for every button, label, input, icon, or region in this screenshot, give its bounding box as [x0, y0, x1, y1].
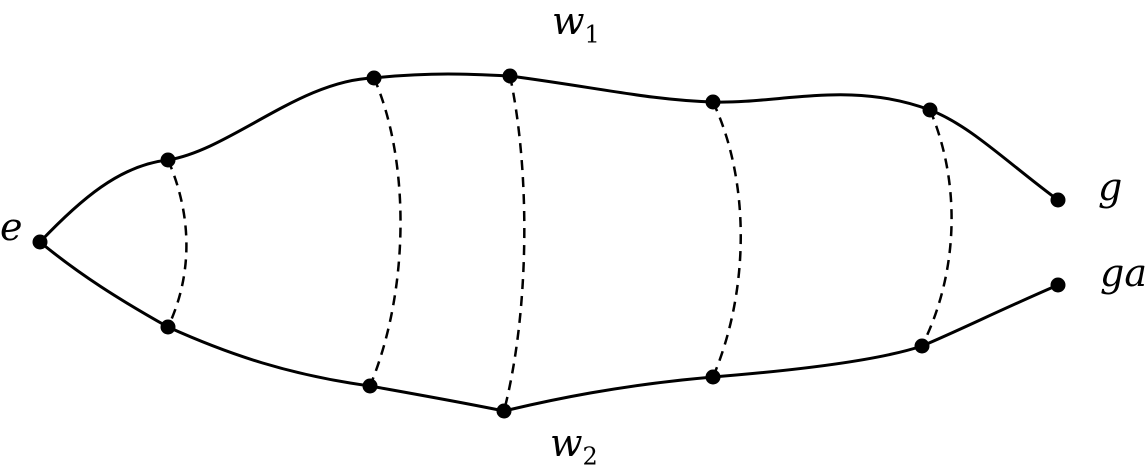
vertex-upper-4 [705, 94, 721, 110]
vertex-lower-3 [496, 403, 512, 419]
vertex-lower-1 [160, 319, 176, 335]
vertex-upper-1 [160, 152, 176, 168]
label-g: g [1098, 165, 1123, 209]
label-ga: ga [1100, 251, 1146, 295]
vertex-lower-4 [705, 369, 721, 385]
dashed-curve-5 [920, 109, 953, 347]
dashed-curve-2 [368, 77, 402, 387]
label-e: e [0, 205, 23, 249]
vertex-e [32, 234, 48, 250]
label-w1: w1 [552, 0, 600, 49]
vertex-g [1050, 192, 1066, 208]
vertex-upper-2 [366, 70, 382, 86]
dashed-curve-4 [711, 101, 742, 378]
path-w2 [39, 240, 1059, 413]
vertex-ga [1050, 277, 1066, 293]
vertex-upper-5 [922, 102, 938, 118]
vertex-lower-2 [362, 378, 378, 394]
dashed-curve-1 [166, 159, 188, 328]
vertex-upper-3 [502, 68, 518, 84]
vertex-lower-5 [914, 338, 930, 354]
label-w2: w2 [550, 421, 598, 465]
path-w1 [38, 72, 1059, 244]
dashed-curve-3 [502, 75, 526, 412]
